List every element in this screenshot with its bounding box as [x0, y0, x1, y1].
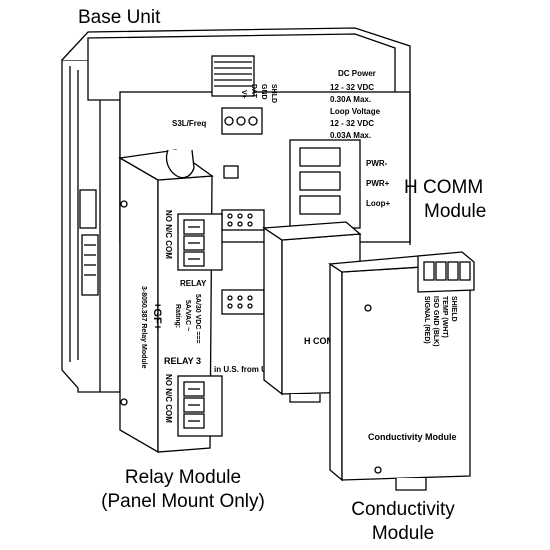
relay-screw-bottom: [120, 398, 128, 406]
relay-module: [118, 149, 223, 454]
relay-upper-label: RELAY: [180, 279, 207, 288]
pwr-plus-label: PWR+: [366, 179, 390, 188]
power-terminal-block: [221, 107, 263, 135]
h-comm-module-tab: [289, 394, 321, 403]
conductivity-module-labels: SHIELD TEMP (WHT) ISO GND (BLK) SIGNAL (…: [368, 296, 457, 442]
conductivity-module: [328, 251, 475, 491]
callout-relay-module: Relay Module (Panel Mount Only): [78, 466, 288, 514]
pwr-minus-label: PWR-: [366, 159, 388, 168]
conductivity-screw-bottom: [374, 466, 382, 474]
loop-voltage-range: 12 - 32 VDC: [330, 119, 374, 128]
base-unit: [61, 27, 411, 393]
relay-upper-terminal-names: NO N/C COM: [164, 210, 173, 259]
relay-lower-terminal-block: [177, 375, 223, 437]
base-unit-labels: SHLD GND DAT V+ S3L/Freq DC Power 12 - 3…: [172, 69, 391, 374]
dc-power-current: 0.30A Max.: [330, 95, 371, 104]
callout-conductivity-module: Conductivity Module: [328, 498, 478, 546]
base-unit-side-rib: [69, 66, 101, 392]
conductivity-module-tab: [395, 478, 427, 491]
relay-brand: +GF+: [151, 302, 163, 330]
relay-rating-title: Rating:: [174, 304, 181, 328]
relay-clip: [165, 149, 195, 179]
dc-power-range: 12 - 32 VDC: [330, 83, 374, 92]
loop-plus-label: Loop+: [366, 199, 391, 208]
h-comm-module-label: H COM: [304, 336, 334, 346]
dc-power-title: DC Power: [338, 69, 376, 78]
conductivity-screw-top: [364, 304, 372, 312]
callout-h-comm-line1: H COMM: [404, 177, 484, 198]
relay-upper-terminal-block: [177, 213, 223, 271]
conductivity-module-label: Conductivity Module: [368, 432, 457, 442]
relay-module-labels: NO N/C COM RELAY 3-8050.387 Relay Module…: [140, 210, 207, 423]
conductivity-terminal-signal: SIGNAL (RED): [423, 296, 430, 344]
relay-lower-terminal-names: NO N/C COM: [164, 374, 173, 423]
terminal-label-shld: SHLD: [270, 84, 277, 103]
callout-relay-line2: (Panel Mount Only): [101, 491, 265, 512]
top-connector-grille: [211, 55, 255, 97]
relay-screw-top: [120, 200, 128, 208]
callout-relay-line1: Relay Module: [124, 467, 242, 488]
right-connector-stack: [289, 139, 361, 229]
loop-voltage-title: Loop Voltage: [330, 107, 381, 116]
base-chip: [223, 165, 239, 179]
h-comm-module-top: [262, 221, 362, 241]
relay-part-number: 3-8050.387 Relay Module: [140, 286, 147, 369]
relay-lower-label: RELAY 3: [164, 356, 201, 366]
pin-header: [221, 209, 265, 315]
relay-rating-dc: 5A/30 VDC ===: [194, 294, 201, 344]
callout-h-comm-line2: Module: [424, 201, 487, 222]
conductivity-terminal-shield: SHIELD: [450, 296, 457, 322]
relay-rating-ac: 5A/VAC ~: [184, 300, 191, 331]
terminal-label-gnd: GND: [260, 84, 267, 100]
s3l-freq-label: S3L/Freq: [172, 119, 206, 128]
callout-conductivity-line2: Module: [371, 523, 435, 544]
callout-conductivity-line1: Conductivity: [351, 499, 455, 520]
loop-voltage-current: 0.03A Max.: [330, 131, 371, 140]
terminal-label-dat: DAT: [250, 84, 257, 99]
conductivity-terminal-block: [417, 251, 475, 293]
base-side-vents: [79, 189, 99, 296]
conductivity-module-side: [329, 262, 343, 482]
callout-h-comm-module: H COMM Module: [404, 176, 486, 224]
conductivity-terminal-temp: TEMP (WHT): [441, 296, 448, 338]
terminal-label-vplus: V+: [240, 90, 247, 99]
made-in-label: in U.S. from U: [214, 365, 267, 374]
h-comm-module-side: [263, 226, 283, 396]
conductivity-terminal-iso-gnd: ISO GND (BLK): [432, 296, 439, 347]
callout-base-unit: Base Unit: [78, 7, 161, 28]
